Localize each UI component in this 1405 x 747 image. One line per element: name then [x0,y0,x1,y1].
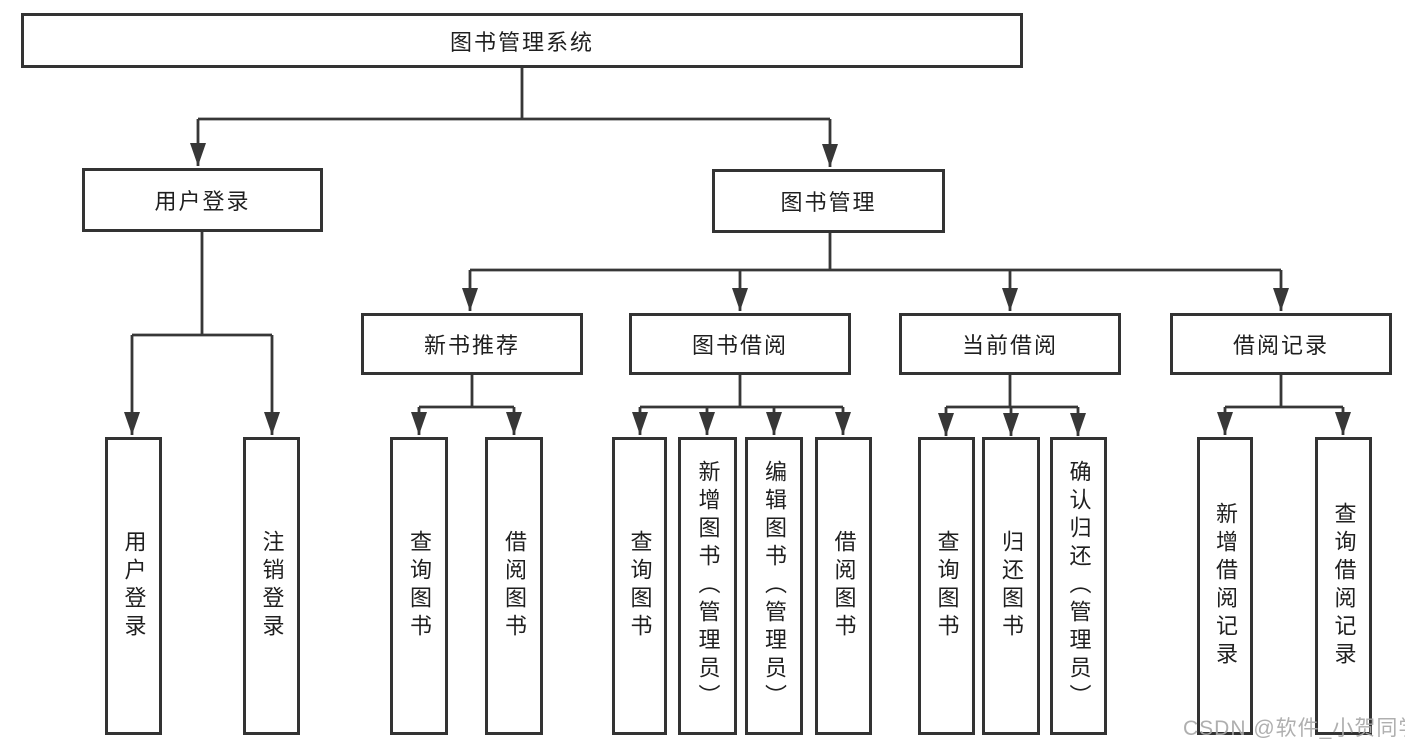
node-label: 查询图书 [627,530,653,642]
node-book-management: 图书管理 [712,169,945,233]
node-label: 借阅图书 [831,530,857,642]
node-label: 注销登录 [259,530,285,642]
node-user-login: 用户登录 [82,168,323,232]
node-label: 图书管理系统 [449,29,594,55]
node-label: 用户登录 [121,530,147,642]
node-book-borrow: 图书借阅 [629,313,851,375]
node-label: 用户登录 [154,189,251,214]
connector-login-bus [132,232,272,337]
leaf-cb-confirm-return-admin: 确认归还（管理员） [1050,437,1107,735]
leaf-bb-query-books: 查询图书 [612,437,667,735]
connector-currentborrow-bus [946,375,1078,409]
watermark: CSDN @软件_小贺同学 [1183,717,1405,740]
leaf-bb-edit-books-admin: 编辑图书（管理员） [745,437,803,735]
connector-newbook-bus [419,375,514,409]
node-label: 新增图书（管理员） [695,460,721,712]
connector-bookborrow-bus [640,375,843,409]
node-label: 新书推荐 [423,333,520,358]
connector-root-bus [198,68,830,121]
node-label: 借阅图书 [502,530,527,642]
node-label: 图书借阅 [691,333,788,358]
leaf-logout: 注销登录 [243,437,300,735]
node-label: 查询图书 [934,530,960,642]
connector-records-bus [1225,375,1343,409]
node-label: 新增借阅记录 [1213,502,1238,670]
leaf-bb-borrow-books: 借阅图书 [815,437,872,735]
leaf-cb-return-books: 归还图书 [982,437,1040,735]
node-label: 归还图书 [999,530,1024,642]
connector-bookmgmt-bus [470,233,1281,272]
node-borrow-records: 借阅记录 [1170,313,1392,375]
leaf-br-query-record: 查询借阅记录 [1315,437,1372,735]
node-label: 借阅记录 [1232,333,1329,358]
node-label: 查询图书 [407,530,432,642]
node-label: 图书管理 [780,190,877,215]
node-label: 当前借阅 [961,333,1058,358]
node-label: 编辑图书（管理员） [762,460,787,712]
leaf-br-add-record: 新增借阅记录 [1197,437,1253,735]
node-new-book-recommend: 新书推荐 [361,313,583,375]
node-current-borrow: 当前借阅 [899,313,1121,375]
leaf-cb-query-books: 查询图书 [918,437,975,735]
node-label: 查询借阅记录 [1331,502,1357,670]
leaf-nb-query-books: 查询图书 [390,437,448,735]
node-label: 确认归还（管理员） [1066,460,1092,712]
node-root: 图书管理系统 [21,13,1023,68]
leaf-user-login: 用户登录 [105,437,162,735]
leaf-nb-borrow-books: 借阅图书 [485,437,543,735]
leaf-bb-add-books-admin: 新增图书（管理员） [678,437,737,735]
